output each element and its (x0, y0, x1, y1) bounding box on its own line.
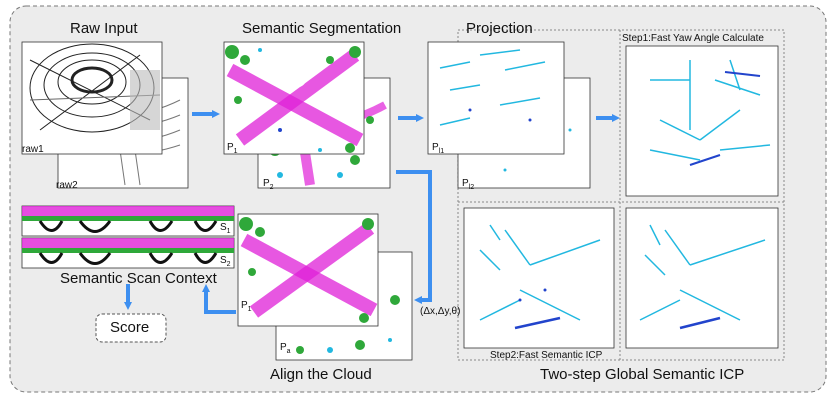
projection-title: Projection (466, 20, 533, 37)
p2-label: P2 (263, 178, 274, 191)
step1-panel (625, 45, 779, 197)
semantic-segmentation-title: Semantic Segmentation (242, 20, 402, 37)
raw1-image (21, 41, 163, 155)
score-box (95, 313, 167, 343)
outer-frame (9, 5, 827, 393)
scan-context-s1 (21, 205, 235, 237)
s1-label: S1 (220, 222, 231, 235)
p1-aligned-label: P1 (241, 300, 252, 313)
raw-input-title: Raw Input (70, 20, 138, 37)
p1-aligned-image (237, 213, 379, 327)
align-cloud-title: Align the Cloud (270, 366, 372, 383)
scan-context-s2 (21, 237, 235, 269)
scan-context-title: Semantic Scan Context (60, 270, 217, 287)
step2-title: Step2:Fast Semantic ICP (490, 350, 603, 361)
score-label: Score (110, 319, 150, 336)
pl1-image (427, 41, 565, 155)
step1-title: Step1:Fast Yaw Angle Calculate (622, 33, 764, 44)
p1-image (223, 41, 365, 155)
step2-right-panel (625, 207, 779, 349)
two-step-icp-title: Two-step Global Semantic ICP (540, 366, 745, 383)
pa-label: Pa (280, 342, 291, 355)
raw1-label: raw1 (22, 144, 44, 155)
transform-label: (Δx,Δy,θ) (420, 306, 461, 317)
p1-label: P1 (227, 142, 238, 155)
s2-label: S2 (220, 255, 231, 268)
flow-arrows (124, 110, 620, 314)
step2-left-panel (463, 207, 615, 349)
pl2-label: Pl2 (462, 178, 475, 191)
raw2-label: raw2 (56, 180, 78, 191)
pl1-label: Pl1 (432, 142, 445, 155)
